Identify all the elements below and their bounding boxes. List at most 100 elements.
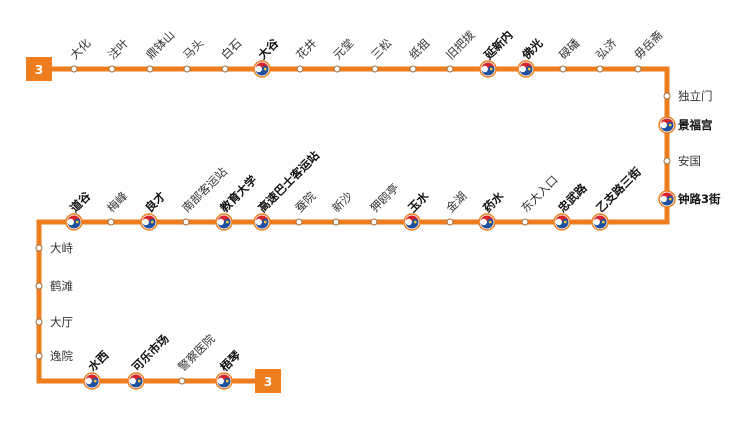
- taegeuk-transfer-icon: [215, 213, 233, 231]
- station-dot-icon: [108, 65, 116, 73]
- station-right-column-0[interactable]: 独立门: [663, 89, 713, 103]
- station-dot-icon: [333, 65, 341, 73]
- station-label: 马头: [180, 36, 206, 62]
- station-middle-row-12[interactable]: 良才: [140, 189, 169, 231]
- station-label: 安国: [678, 154, 701, 168]
- station-label: 大化: [67, 36, 94, 63]
- station-label: 金湖: [443, 189, 469, 215]
- station-middle-row-9[interactable]: 高速巴士客运站: [253, 148, 322, 231]
- line-badge-end: 3: [255, 369, 281, 393]
- station-top-row-1[interactable]: 注叶: [105, 36, 132, 73]
- station-middle-row-2[interactable]: 东大入口: [518, 173, 561, 226]
- station-top-row-2[interactable]: 鼎钵山: [143, 28, 178, 73]
- station-label: 警察医院: [175, 331, 218, 374]
- station-dot-icon: [146, 65, 154, 73]
- route-line: [36, 66, 670, 384]
- taegeuk-transfer-icon: [140, 213, 158, 231]
- station-label: 独立门: [678, 89, 713, 103]
- station-dot-icon: [521, 218, 529, 226]
- station-dot-icon: [446, 65, 454, 73]
- station-label: 梅峰: [104, 189, 131, 216]
- station-label: 花井: [293, 36, 319, 62]
- station-label: 纸祖: [406, 36, 433, 63]
- station-dot-icon: [596, 65, 604, 73]
- station-label: 延新内: [481, 28, 516, 63]
- taegeuk-transfer-icon: [658, 190, 676, 208]
- station-dot-icon: [634, 65, 642, 73]
- taegeuk-transfer-icon: [253, 60, 271, 78]
- station-label: 景福宫: [677, 118, 713, 132]
- station-right-column-2[interactable]: 安国: [663, 154, 701, 168]
- taegeuk-transfer-icon: [253, 213, 271, 231]
- station-label: 忠武路: [555, 180, 590, 215]
- station-middle-row-6[interactable]: 狎鸥亭: [367, 181, 402, 226]
- station-label: 蚕院: [292, 189, 319, 216]
- taegeuk-transfer-icon: [127, 372, 145, 390]
- station-label: 可乐市场: [129, 331, 172, 374]
- station-label: 碌磻: [556, 36, 583, 63]
- station-label: 道谷: [67, 189, 94, 216]
- station-dot-icon: [35, 282, 43, 290]
- station-label: 鹤滩: [50, 279, 73, 293]
- station-dot-icon: [663, 92, 671, 100]
- taegeuk-transfer-icon: [478, 213, 496, 231]
- taegeuk-transfer-icon: [215, 372, 233, 390]
- taegeuk-transfer-icon: [83, 372, 101, 390]
- station-label: 佛光: [519, 36, 546, 63]
- station-dot-icon: [221, 65, 229, 73]
- station-dot-icon: [296, 65, 304, 73]
- station-label: 良才: [142, 189, 169, 216]
- station-label: 毋岳斋: [631, 27, 666, 62]
- station-label: 大谷: [255, 36, 282, 63]
- station-label: 三松: [368, 36, 394, 62]
- station-left-column-2[interactable]: 大厅: [35, 315, 73, 329]
- station-right-column-1[interactable]: 景福宫: [658, 116, 713, 134]
- stations: 大化注叶鼎钵山马头白石大谷花井元堂三松纸祖旧把拨延新内佛光碌磻弘济毋岳斋独立门景…: [35, 27, 721, 390]
- station-dot-icon: [370, 218, 378, 226]
- station-dot-icon: [446, 218, 454, 226]
- station-dot-icon: [409, 65, 417, 73]
- station-dot-icon: [295, 218, 303, 226]
- station-top-row-10[interactable]: 旧把拨: [443, 27, 478, 73]
- station-bottom-row-2[interactable]: 警察医院: [175, 331, 218, 385]
- station-left-column-1[interactable]: 鹤滩: [35, 279, 73, 293]
- line-badge-start: 3: [26, 57, 52, 81]
- station-label: 狎鸥亭: [367, 181, 401, 215]
- station-label: 梧琴: [217, 348, 244, 375]
- station-dot-icon: [183, 65, 191, 73]
- station-label: 大峙: [50, 241, 73, 255]
- taegeuk-transfer-icon: [479, 60, 497, 78]
- station-left-column-0[interactable]: 大峙: [35, 241, 73, 255]
- taegeuk-transfer-icon: [591, 213, 609, 231]
- station-label: 旧把拨: [443, 27, 478, 62]
- taegeuk-transfer-icon: [65, 213, 83, 231]
- station-label: 玉水: [405, 189, 432, 216]
- taegeuk-transfer-icon: [403, 213, 421, 231]
- station-dot-icon: [559, 65, 567, 73]
- station-label: 新沙: [329, 189, 356, 216]
- station-dot-icon: [182, 218, 190, 226]
- station-dot-icon: [332, 218, 340, 226]
- station-dot-icon: [35, 352, 43, 360]
- line-badge-end-number: 3: [264, 375, 272, 389]
- station-label: 东大入口: [518, 173, 560, 215]
- station-label: 弘济: [593, 36, 620, 63]
- station-top-row-15[interactable]: 毋岳斋: [631, 27, 666, 73]
- taegeuk-transfer-icon: [517, 60, 535, 78]
- station-left-column-3[interactable]: 逸院: [35, 349, 73, 363]
- station-label: 水西: [85, 348, 112, 375]
- line-badge-start-number: 3: [35, 63, 43, 77]
- station-dot-icon: [35, 318, 43, 326]
- station-label: 乙支路三街: [593, 164, 644, 215]
- station-label: 元堂: [330, 36, 356, 62]
- station-right-column-3[interactable]: 钟路3街: [658, 190, 721, 208]
- taegeuk-transfer-icon: [658, 116, 676, 134]
- station-dot-icon: [371, 65, 379, 73]
- station-label: 药水: [480, 189, 507, 216]
- station-label: 注叶: [105, 36, 132, 63]
- station-label: 高速巴士客运站: [255, 148, 322, 215]
- station-label: 鼎钵山: [143, 28, 177, 62]
- station-label: 白石: [218, 36, 244, 62]
- station-dot-icon: [70, 65, 78, 73]
